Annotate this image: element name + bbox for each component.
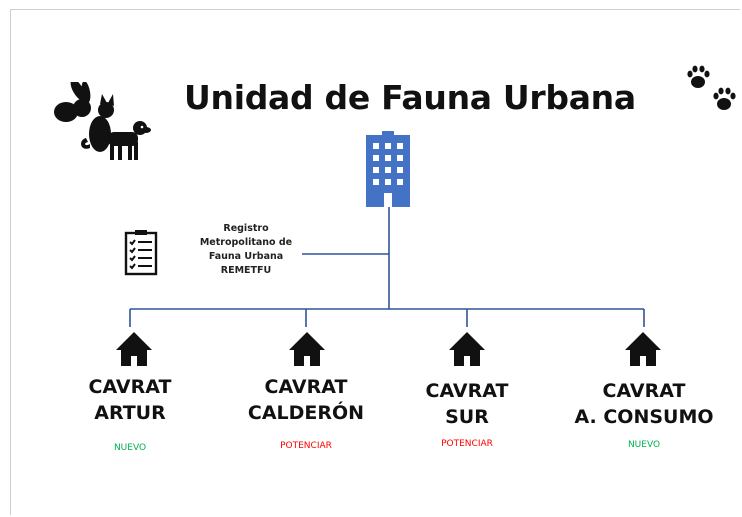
- center-name-line-1: CAVRAT: [425, 380, 509, 402]
- center-a-consumo: CAVRAT A. CONSUMO: [569, 378, 719, 430]
- slide-frame: [10, 9, 740, 515]
- house-icon: [289, 332, 325, 366]
- center-name-line-2: A. CONSUMO: [574, 406, 714, 428]
- page-title: Unidad de Fauna Urbana: [184, 78, 636, 117]
- registry-line-1: Registro: [223, 223, 269, 234]
- status-badge: NUEVO: [627, 440, 661, 450]
- registry-line-4: REMETFU: [220, 265, 272, 276]
- house-icon: [625, 332, 661, 366]
- status-badge: POTENCIAR: [441, 439, 493, 449]
- registry-line-2: Metropolitano de: [199, 237, 293, 248]
- center-name-line-1: CAVRAT: [88, 376, 172, 398]
- registry-label: Registro Metropolitano de Fauna Urbana R…: [186, 222, 306, 278]
- status-badge: POTENCIAR: [280, 441, 332, 451]
- center-artur: CAVRAT ARTUR: [80, 374, 180, 426]
- center-name-line-2: CALDERÓN: [247, 402, 365, 424]
- center-name-line-2: ARTUR: [94, 402, 166, 424]
- house-icon: [449, 332, 485, 366]
- paw-prints-icon: [687, 65, 736, 110]
- center-name-line-2: SUR: [445, 406, 489, 428]
- center-name-line-1: CAVRAT: [264, 376, 348, 398]
- registry-line-3: Fauna Urbana: [208, 251, 284, 262]
- checklist-icon: [124, 230, 158, 276]
- building-icon: [366, 131, 410, 207]
- animals-icon: [54, 82, 151, 160]
- house-icon: [116, 332, 152, 366]
- center-sur: CAVRAT SUR: [417, 378, 517, 430]
- center-calderon: CAVRAT CALDERÓN: [241, 374, 371, 426]
- center-name-line-1: CAVRAT: [602, 380, 686, 402]
- status-badge: NUEVO: [113, 443, 147, 453]
